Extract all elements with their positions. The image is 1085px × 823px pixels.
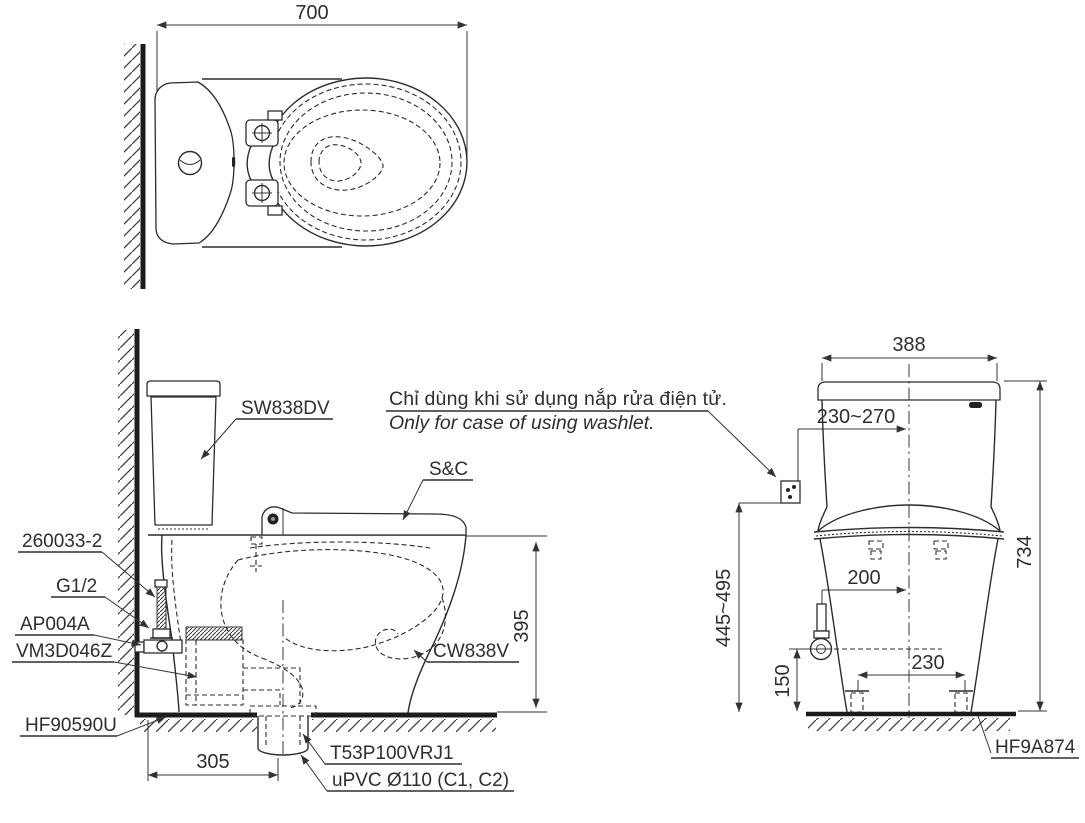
note-english: Only for case of using washlet. bbox=[389, 412, 655, 434]
power-socket bbox=[780, 480, 801, 504]
outlet-setback-value: 305 bbox=[196, 751, 229, 773]
callout-260033-2: 260033-2 bbox=[18, 531, 156, 598]
bowl-label: CW838V bbox=[433, 641, 509, 662]
socket-offset-value: 230~270 bbox=[817, 406, 895, 428]
flush-button-detail bbox=[179, 159, 201, 165]
thread-label: G1/2 bbox=[56, 576, 97, 597]
seal-label: VM3D046Z bbox=[16, 641, 112, 662]
stop-valve-label: AP004A bbox=[20, 614, 90, 635]
flush-button bbox=[177, 150, 203, 176]
dim-734: 734 bbox=[1004, 380, 1047, 712]
total-height-value: 734 bbox=[1014, 535, 1036, 568]
callout-vm3d046z: VM3D046Z bbox=[12, 641, 198, 679]
seat-label: S&C bbox=[429, 459, 468, 480]
pedestal-left bbox=[819, 538, 848, 713]
seat-hidden-2 bbox=[279, 92, 453, 232]
dim-200: 200 bbox=[821, 567, 907, 604]
socket-height-value: 445~495 bbox=[713, 569, 735, 647]
callout-t53p100vrj1: T53P100VRJ1 bbox=[302, 733, 462, 765]
callout-g12: G1/2 bbox=[51, 576, 150, 629]
note-vietnamese: Chỉ dùng khi sử dụng nắp rửa điện tử. bbox=[389, 387, 727, 410]
tank-plan bbox=[154, 81, 235, 245]
washlet-seat-profile bbox=[261, 506, 467, 536]
rim-height-value: 395 bbox=[511, 609, 533, 642]
dim-700: 700 bbox=[156, 2, 468, 163]
seat-bolts-hidden bbox=[868, 540, 949, 560]
supply-height-value: 150 bbox=[772, 664, 794, 697]
side-view: 395 305 260033-2 G1/2 AP004A VM3D046Z bbox=[12, 329, 547, 792]
supply-valve-front bbox=[809, 603, 833, 661]
dim-305: 305 bbox=[147, 720, 279, 781]
seat-hinge-plan bbox=[245, 110, 283, 216]
bowl-opening-inner bbox=[318, 144, 362, 182]
tank-lid bbox=[146, 380, 221, 397]
top-view: 700 bbox=[124, 2, 468, 289]
rim-band-top bbox=[813, 526, 1005, 533]
brand-mark bbox=[969, 402, 982, 408]
dim-445-495: 445~495 bbox=[713, 502, 743, 713]
note-leader bbox=[707, 410, 777, 478]
tank-side-right bbox=[990, 399, 997, 508]
dim-150: 150 bbox=[772, 648, 801, 712]
bolt-cap-label: HF9A874 bbox=[995, 737, 1076, 758]
seat-ring-hidden bbox=[283, 109, 441, 217]
supply-pipe-label: 260033-2 bbox=[22, 531, 102, 552]
floor-hatching-left bbox=[140, 719, 257, 732]
wall-hatching bbox=[118, 330, 134, 715]
supply-offset-value: 200 bbox=[847, 567, 880, 589]
dim-230-270: 230~270 bbox=[797, 406, 907, 481]
callout-cw838v: CW838V bbox=[413, 641, 519, 663]
seal-ring bbox=[185, 626, 243, 641]
tank-side-left bbox=[821, 399, 828, 508]
seat-bolt-hidden bbox=[250, 536, 263, 572]
bowl-front bbox=[407, 534, 467, 714]
supply-assembly bbox=[134, 579, 183, 654]
rim-band-bottom bbox=[813, 533, 1005, 540]
bowl-opening-outer bbox=[310, 136, 384, 191]
dim-395: 395 bbox=[511, 541, 540, 709]
washlet-note: Chỉ dùng khi sử dụng nắp rửa điện tử. On… bbox=[386, 387, 777, 478]
bolt-spacing-value: 230 bbox=[911, 652, 944, 674]
callout-sw838dv: SW838DV bbox=[200, 398, 333, 460]
drain-pipe-label: uPVC Ø110 (C1, C2) bbox=[332, 770, 509, 791]
tank-body bbox=[150, 396, 217, 526]
callout-ap004a: AP004A bbox=[15, 614, 142, 647]
callout-sc-seat: S&C bbox=[402, 459, 473, 521]
front-view: 388 230~270 bbox=[713, 334, 1079, 759]
dim-230: 230 bbox=[857, 652, 966, 691]
trap-adapter-label: T53P100VRJ1 bbox=[330, 743, 454, 764]
tank-width-value: 388 bbox=[892, 334, 925, 356]
dim-388: 388 bbox=[821, 334, 998, 381]
pedestal-right bbox=[970, 538, 999, 713]
callout-upvc-pipe: uPVC Ø110 (C1, C2) bbox=[300, 754, 514, 792]
top-width-value: 700 bbox=[295, 2, 328, 24]
trapway-hidden bbox=[220, 541, 446, 709]
trap-body-hidden bbox=[185, 639, 244, 706]
floor-hatching bbox=[808, 718, 1010, 731]
seat-edge-curve bbox=[817, 504, 1001, 533]
rim-band-texture bbox=[815, 530, 1003, 537]
seat-hidden-1 bbox=[270, 83, 462, 241]
centerline-tick bbox=[232, 157, 236, 167]
floor-hatching-right bbox=[312, 719, 496, 732]
wall-hatching bbox=[124, 44, 140, 289]
callout-hf90590u: HF90590U bbox=[20, 715, 167, 737]
callout-hf9a874: HF9A874 bbox=[977, 715, 1079, 759]
floor-flange-label: HF90590U bbox=[25, 715, 117, 736]
bowl-back-hidden bbox=[171, 539, 183, 651]
seat-lid-outline bbox=[264, 77, 468, 247]
tank-label: SW838DV bbox=[241, 398, 330, 419]
